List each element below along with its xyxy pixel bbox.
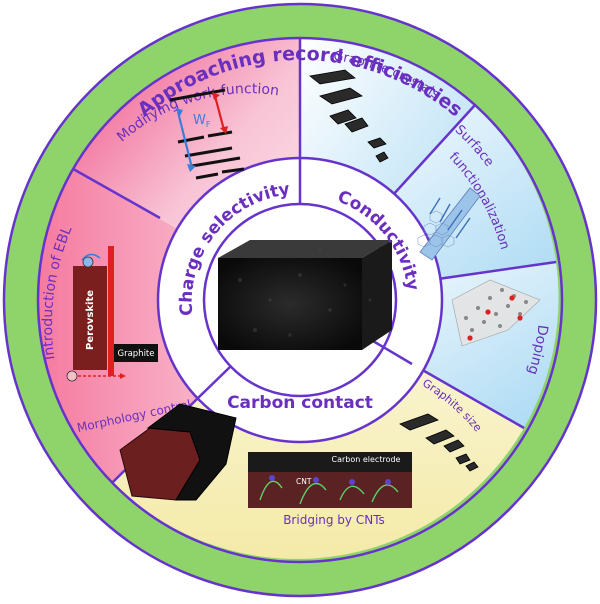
sector-divider-right <box>372 339 413 366</box>
divider-upper-left <box>72 167 161 220</box>
work-function-illustration: WF <box>169 88 245 180</box>
ebl-illustration: Perovskite Graphite <box>66 246 158 382</box>
label-perovskite: Perovskite <box>85 290 96 350</box>
graphite-crystals-illustration <box>309 69 389 163</box>
label-wf: WF <box>193 113 211 129</box>
surface-functionalization-illustration <box>417 187 481 261</box>
morphology-control-illustration <box>119 403 237 501</box>
divider-upper-right <box>391 104 476 197</box>
doping-illustration <box>451 279 541 347</box>
segment-label-bridging-by-cnts: Bridging by CNTs <box>283 513 385 527</box>
sector-label-carbon-contact: Carbon contact <box>227 393 373 413</box>
divider-lower-right <box>411 362 525 430</box>
bridging-by-cnts-illustration: Carbon electrode CNT <box>248 452 412 508</box>
graphite-size-illustration <box>399 413 479 472</box>
sector-divider-left <box>197 365 232 399</box>
label-cnt: CNT <box>296 477 312 486</box>
label-carbon-electrode: Carbon electrode <box>332 455 401 464</box>
divider-right <box>437 260 557 281</box>
carbon-block <box>218 240 392 350</box>
sector-dividers <box>197 158 413 399</box>
label-graphite: Graphite <box>118 349 155 359</box>
